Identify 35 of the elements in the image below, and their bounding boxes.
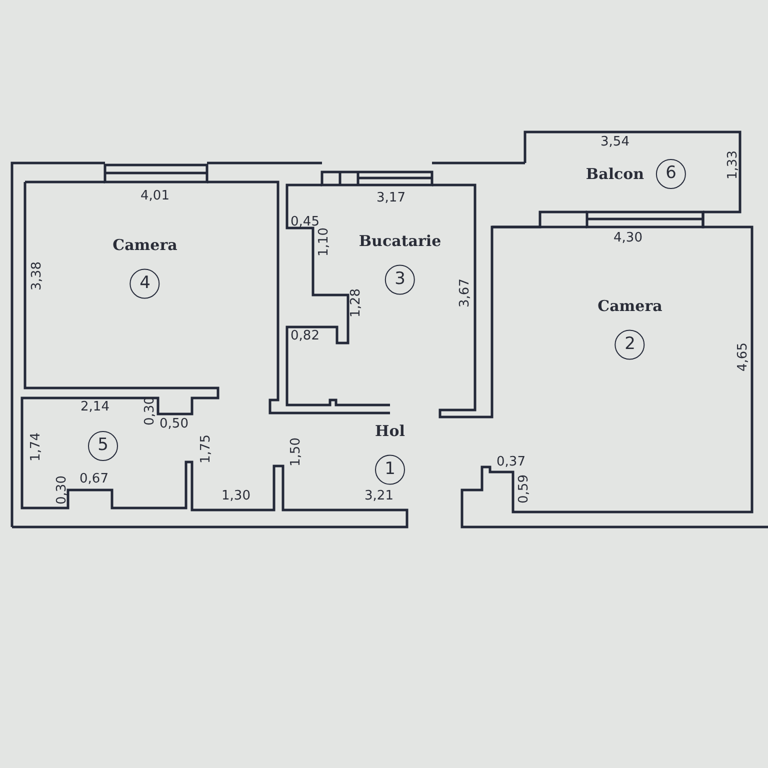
dimension-label: 1,33	[726, 150, 740, 180]
dimension-label: 4,01	[140, 190, 170, 202]
room-number: 6	[656, 159, 686, 189]
dimension-label: 3,21	[364, 490, 394, 502]
dimension-label: 1,50	[290, 438, 302, 466]
room-name: Bucatarie	[358, 230, 442, 252]
dimension-label: 0,67	[80, 472, 108, 486]
dimension-label: 1,75	[200, 434, 212, 464]
room-number: 1	[375, 454, 405, 484]
room-name: Balcon	[586, 164, 644, 185]
dimension-label: 3,17	[376, 192, 406, 204]
room-number: 3	[385, 264, 415, 294]
dimension-label: 3,38	[30, 262, 44, 290]
dimension-label: 2,14	[80, 400, 110, 414]
dimension-label: 4,30	[614, 232, 642, 244]
dimension-label: 4,65	[736, 342, 750, 372]
room-number: 4	[130, 268, 160, 298]
room-name: Camera	[598, 296, 662, 317]
dimension-label: 0,37	[496, 456, 526, 468]
dimension-label: 0,45	[290, 216, 320, 228]
dimension-label: 1,28	[350, 288, 362, 318]
dimension-label: 0,30	[56, 476, 68, 504]
dimension-label: 0,82	[290, 330, 320, 342]
dimension-label: 3,67	[458, 278, 472, 308]
dimension-label: 3,54	[600, 136, 630, 148]
dimension-label: 1,10	[318, 228, 330, 256]
room-name: Hol	[375, 420, 405, 442]
room-name: Camera	[112, 234, 178, 256]
room-number: 5	[88, 431, 118, 461]
dimension-label: 0,50	[160, 418, 188, 430]
dimension-label: 1,74	[30, 432, 42, 462]
room-number: 2	[615, 329, 645, 360]
dimension-label: 1,30	[222, 490, 250, 502]
dimension-label: 0,30	[144, 396, 156, 426]
dimension-label: 0,59	[518, 474, 530, 504]
